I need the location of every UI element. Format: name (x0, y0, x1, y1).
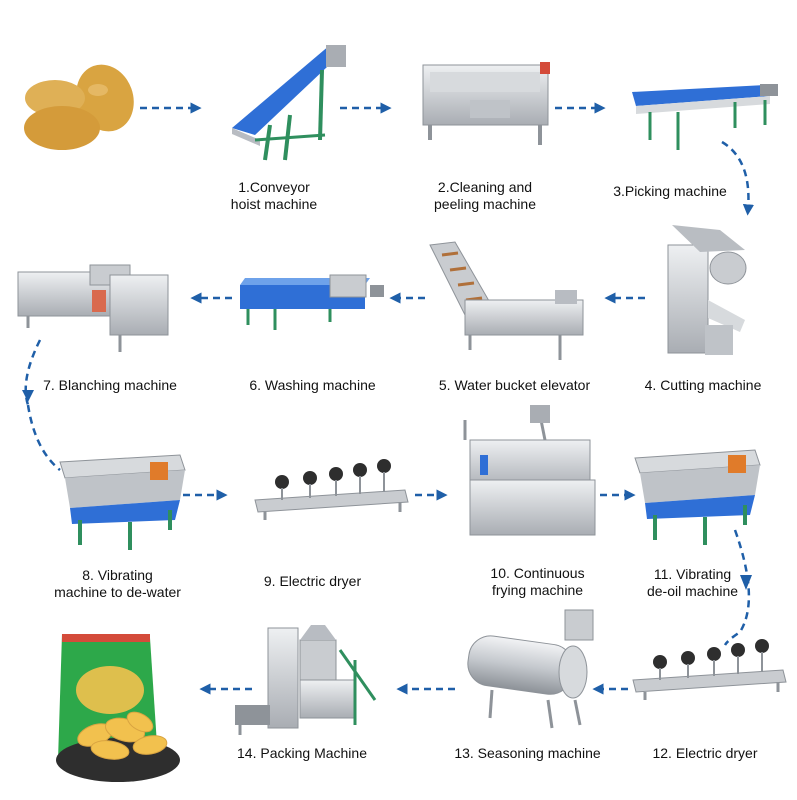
bucket-elevator-icon (429, 241, 584, 360)
step-3-label: 3.Picking machine (613, 183, 727, 199)
picking-machine-icon (632, 84, 778, 150)
step-6-label: 6. Washing machine (249, 377, 376, 393)
vibrating-deoil-icon (634, 449, 761, 545)
washing-machine-icon (240, 274, 384, 330)
packing-machine-icon (235, 625, 377, 735)
arrow-step-3-to-step-4 (721, 140, 755, 216)
arrow-head-left-down (22, 390, 34, 402)
step-12-label: 12. Electric dryer (652, 745, 758, 761)
conveyor-hoist-icon (232, 45, 346, 161)
chips-bag-icon (56, 634, 180, 782)
electric-dryer-icon-2 (632, 639, 787, 700)
potatoes-icon (24, 64, 134, 150)
blanching-machine-icon (17, 264, 169, 352)
flow-arrows (24, 102, 755, 695)
electric-dryer-icon (254, 459, 409, 520)
step-9-label: 9. Electric dryer (263, 573, 362, 589)
step-14-label: 14. Packing Machine (237, 745, 367, 761)
arrow-head-right-down (740, 575, 752, 590)
step-7-label: 7. Blanching machine (43, 377, 177, 393)
cutting-machine-icon (667, 225, 747, 355)
arrow-step-11-to-step-12 (723, 529, 751, 646)
peeling-machine-icon (422, 62, 550, 145)
arrow-step-7-to-step-8 (24, 339, 61, 471)
frying-machine-icon (463, 405, 596, 536)
vibrating-dewater-icon (59, 454, 186, 550)
step-13-label: 13. Seasoning machine (454, 745, 601, 761)
step-4-label: 4. Cutting machine (644, 377, 762, 393)
seasoning-drum-icon (467, 609, 594, 729)
step-5-label: 5. Water bucket elevator (438, 377, 591, 393)
